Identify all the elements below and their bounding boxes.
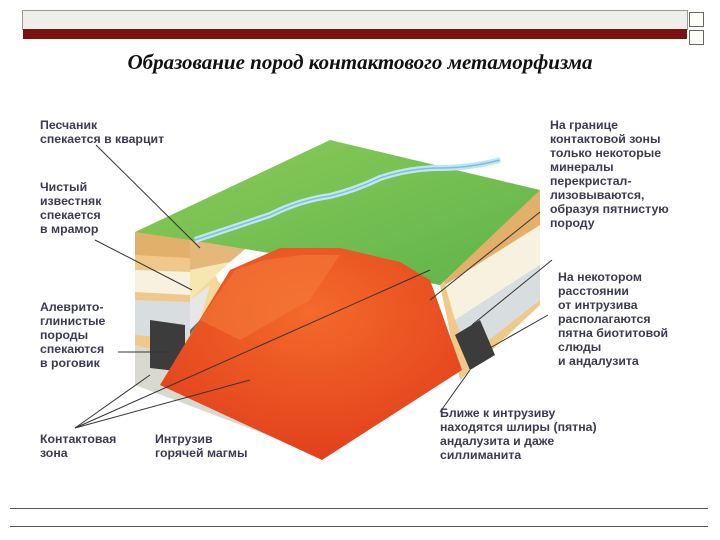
pointer-lines [74,144,553,429]
marble-layer-left [190,285,210,330]
label-limestone: Чистый известняк спекается в мрамор [40,180,102,236]
left-white-band [135,270,190,295]
label-siltstone: Алеврито- глинистые породы спекаются в р… [40,300,106,370]
header-square [689,30,704,45]
river-edge [194,159,501,241]
label-sandstone: Песчаник спекается в кварцит [40,118,165,146]
grass-surface [135,140,540,285]
label-boundary: На границе контактовой зоны только некот… [550,118,669,230]
right-dark-zone [455,320,495,370]
left-brown-band [135,232,190,258]
label-contact-zone: Контактовая зона [40,432,117,460]
right-white-band [445,225,540,320]
magma-highlight [200,255,340,340]
header-stripe [23,29,687,39]
label-closer: Ближе к интрузиву находятся шлиры (пятна… [440,406,597,462]
quartzite-zone [190,262,230,300]
label-distance: На некотором расстоянии от интрузива рас… [558,270,669,368]
label-intrusion: Интрузив горячей магмы [155,432,248,460]
footer-line [10,508,708,509]
header-square [689,12,704,27]
header-bar [22,10,688,39]
page-title: Образование пород контактового метаморфи… [127,50,593,74]
footer-line [10,526,708,527]
